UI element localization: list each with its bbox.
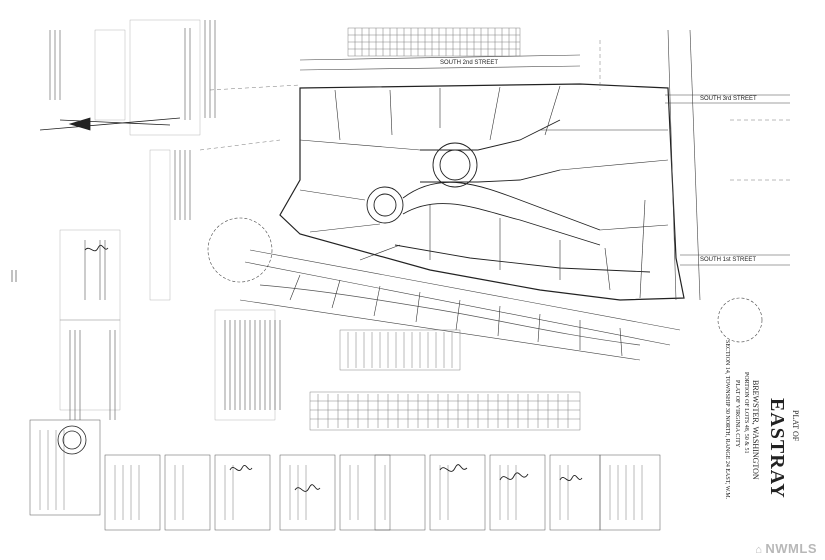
text-hatch-top-table	[354, 28, 517, 56]
nwmls-watermark: ⌂NWMLS	[755, 541, 817, 556]
street-label-south-3rd: SOUTH 3rd STREET	[700, 96, 757, 102]
detail-circles	[207, 217, 763, 343]
page-mark	[11, 270, 17, 282]
line-curve-tables	[309, 329, 581, 431]
house-roof-icon: ⌂	[755, 544, 763, 556]
signatures	[84, 244, 583, 492]
text-hatch-tables	[317, 332, 569, 428]
certificate-boxes	[29, 419, 661, 531]
plat-title-label: PLAT OF	[791, 410, 800, 442]
adjacent-additions	[199, 40, 790, 181]
certificate-text-hatch	[39, 430, 643, 520]
lot-lines	[299, 85, 669, 299]
plat-location: BREWSTER, WASHINGTON	[751, 380, 760, 480]
plat-portion: PORTION OF LOTS 48, 50 & 51	[743, 372, 749, 454]
dimension-ticks	[289, 274, 623, 357]
plat-section: SECTION 14, TOWNSHIP 30 NORTH, RANGE 24 …	[724, 340, 730, 500]
street-lines	[239, 29, 790, 361]
plat-reference: PLAT OF VIRGINIA CITY	[734, 380, 740, 448]
plat-title-name: EASTRAY	[766, 398, 788, 499]
creek-line	[259, 284, 641, 346]
street-label-south-2nd: SOUTH 2nd STREET	[440, 60, 499, 66]
street-label-south-1st: SOUTH 1st STREET	[700, 257, 757, 263]
watermark-text: NWMLS	[765, 541, 817, 556]
cul-de-sac-roads	[366, 119, 651, 273]
plat-boundary	[279, 83, 685, 301]
north-arrow	[39, 117, 181, 131]
surveyor-seal	[57, 425, 87, 455]
notes-text-blocks	[59, 19, 276, 421]
text-hatching	[49, 20, 281, 420]
lot-table-top	[347, 27, 521, 57]
